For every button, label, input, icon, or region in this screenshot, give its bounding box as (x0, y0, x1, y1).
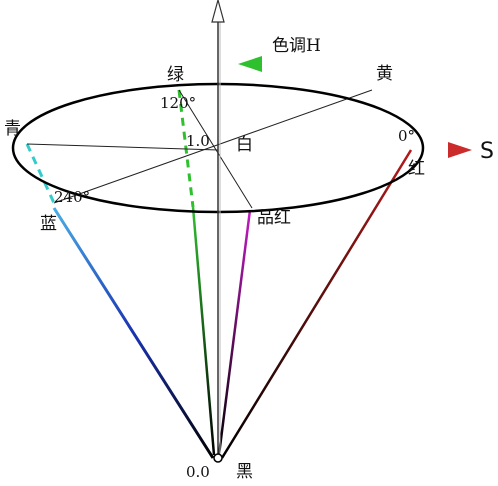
magenta-label: 品红 (257, 208, 291, 228)
cyan-dashed-line (25, 143, 56, 204)
black-label: 黑 (236, 462, 253, 482)
blue-label: 蓝 (40, 214, 57, 234)
diameter-cyan-red (26, 143, 219, 151)
value-axis-arrowhead (211, 0, 225, 23)
value-top-label: 1.0 (186, 132, 210, 150)
red-label: 红 (408, 159, 425, 179)
blue-generator-line (52, 207, 215, 459)
green-generator-line (191, 206, 216, 456)
hue-axis-label: 色调H (272, 36, 321, 56)
hue-arrowhead (238, 56, 262, 72)
black-apex-point (213, 453, 223, 463)
deg-0-label: 0° (398, 127, 415, 145)
deg-240-label: 240° (54, 188, 90, 206)
value-bottom-label: 0.0 (186, 463, 210, 481)
yellow-label: 黄 (376, 64, 393, 84)
cyan-label: 青 (4, 119, 21, 139)
diameter-green-magenta (178, 89, 253, 209)
red-generator-line (220, 149, 413, 459)
diameter-yellow-blue (53, 89, 373, 204)
magenta-generator-line (217, 209, 252, 456)
deg-120-label: 120° (160, 94, 196, 112)
saturation-axis-label: S (480, 139, 494, 164)
saturation-axis-arrowhead (448, 142, 472, 158)
white-label: 白 (236, 135, 253, 155)
green-label: 绿 (167, 65, 184, 85)
